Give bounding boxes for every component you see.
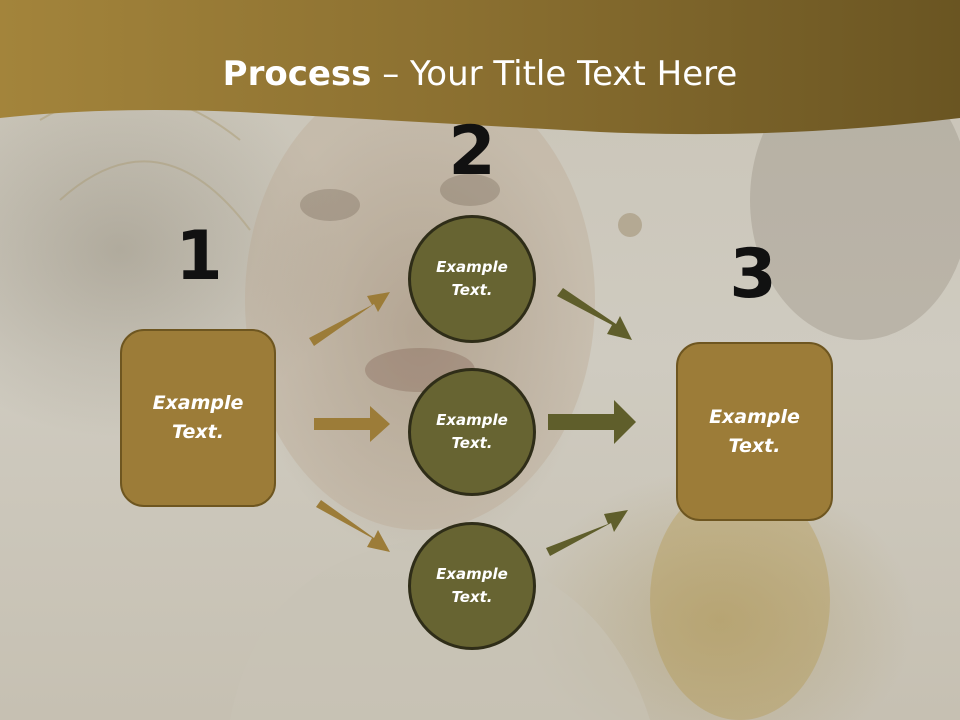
circle-2: Example Text. xyxy=(408,368,536,496)
step-number-1: 1 xyxy=(175,217,223,296)
step-1-label: Example Text. xyxy=(152,392,244,443)
circle-2-label: Example Text. xyxy=(436,411,508,452)
title-bold: Process xyxy=(222,54,372,94)
circle-3: Example Text. xyxy=(408,522,536,650)
circle-1: Example Text. xyxy=(408,215,536,343)
arrow-to-circle-3 xyxy=(316,500,390,552)
step-1-box: Example Text. xyxy=(120,329,276,507)
step-number-3: 3 xyxy=(729,235,777,314)
page-title: Process – Your Title Text Here xyxy=(0,50,960,98)
circle-3-label: Example Text. xyxy=(436,565,508,606)
title-separator: – xyxy=(371,54,411,94)
arrow-from-circle-1 xyxy=(557,288,632,340)
title-rest: Your Title Text Here xyxy=(410,54,738,94)
step-3-label: Example Text. xyxy=(709,405,800,457)
step-number-2: 2 xyxy=(448,112,496,191)
header-band xyxy=(0,0,960,135)
arrow-from-circle-3 xyxy=(546,510,628,556)
arrow-to-circle-1 xyxy=(309,292,390,346)
step-3-box: Example Text. xyxy=(676,342,833,521)
arrow-from-circle-2 xyxy=(548,400,636,444)
arrow-to-circle-2 xyxy=(314,406,390,442)
circle-1-label: Example Text. xyxy=(436,258,508,299)
